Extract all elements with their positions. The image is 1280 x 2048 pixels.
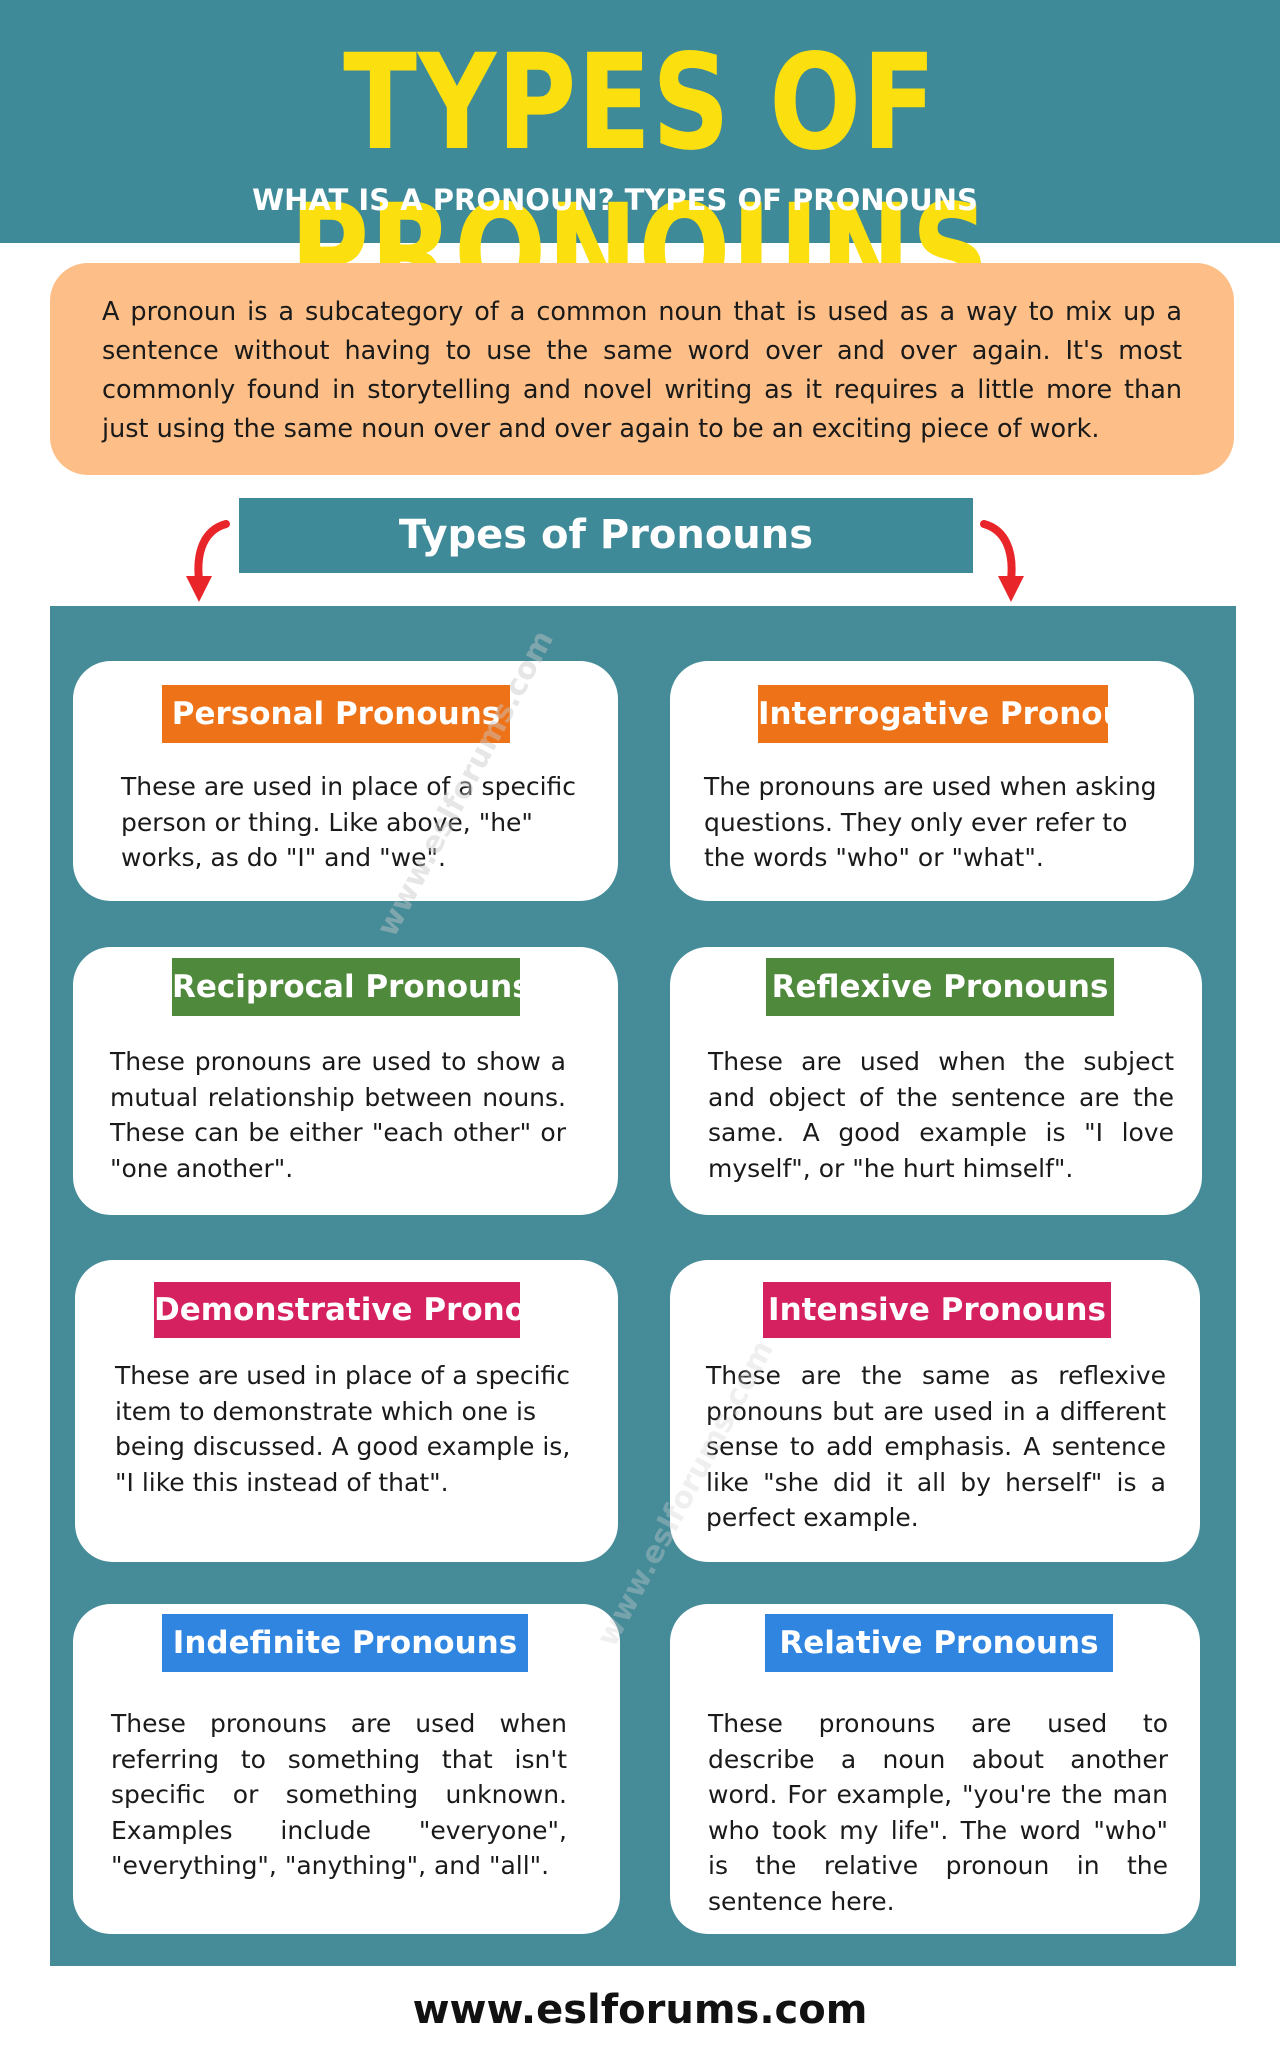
card-title: Demonstrative Pronouns	[154, 1282, 520, 1338]
curved-arrow-right-icon	[980, 520, 1024, 602]
card-text: These pronouns are used to show a mutual…	[110, 1047, 566, 1183]
card-title: Intensive Pronouns	[763, 1282, 1111, 1338]
card-interrogative-pronouns: Interrogative Pronouns The pronouns are …	[670, 661, 1194, 901]
card-text: The pronouns are used when asking questi…	[704, 772, 1157, 872]
card-title: Reciprocal Pronouns	[172, 958, 520, 1016]
card-title: Indefinite Pronouns	[162, 1614, 528, 1672]
card-text: These are the same as reflexive pronouns…	[706, 1361, 1166, 1532]
page-subtitle: WHAT IS A PRONOUN? TYPES OF PRONOUNS	[252, 183, 978, 217]
card-reciprocal-pronouns: Reciprocal Pronouns These pronouns are u…	[73, 947, 618, 1215]
card-text: These are used in place of a specific it…	[115, 1361, 571, 1497]
section-title: Types of Pronouns	[398, 512, 814, 558]
intro-box: A pronoun is a subcategory of a common n…	[50, 263, 1234, 475]
intro-text: A pronoun is a subcategory of a common n…	[102, 297, 1182, 444]
card-demonstrative-pronouns: Demonstrative Pronouns These are used in…	[75, 1260, 618, 1562]
card-text: These are used in place of a specific pe…	[121, 772, 577, 872]
card-title: Interrogative Pronouns	[758, 685, 1108, 743]
section-heading-bar: Types of Pronouns	[239, 498, 973, 573]
card-personal-pronouns: Personal Pronouns These are used in plac…	[73, 661, 618, 901]
footer-url: www.eslforums.com	[412, 1987, 868, 2033]
header-banner: TYPES OF PRONOUNS WHAT IS A PRONOUN? TYP…	[0, 0, 1280, 328]
card-relative-pronouns: Relative Pronouns These pronouns are use…	[670, 1604, 1200, 1934]
card-indefinite-pronouns: Indefinite Pronouns These pronouns are u…	[73, 1604, 620, 1934]
card-title: Reflexive Pronouns	[766, 958, 1114, 1016]
card-title: Personal Pronouns	[162, 685, 510, 743]
card-text: These pronouns are used when referring t…	[111, 1709, 567, 1880]
card-title: Relative Pronouns	[765, 1614, 1113, 1672]
page-title: TYPES OF PRONOUNS	[289, 26, 991, 330]
card-reflexive-pronouns: Reflexive Pronouns These are used when t…	[670, 947, 1202, 1215]
curved-arrow-left-icon	[186, 520, 230, 602]
card-text: These are used when the subject and obje…	[708, 1047, 1174, 1183]
pronoun-types-panel: Personal Pronouns These are used in plac…	[50, 606, 1236, 1966]
card-intensive-pronouns: Intensive Pronouns These are the same as…	[670, 1260, 1200, 1562]
card-text: These pronouns are used to describe a no…	[708, 1709, 1168, 1916]
